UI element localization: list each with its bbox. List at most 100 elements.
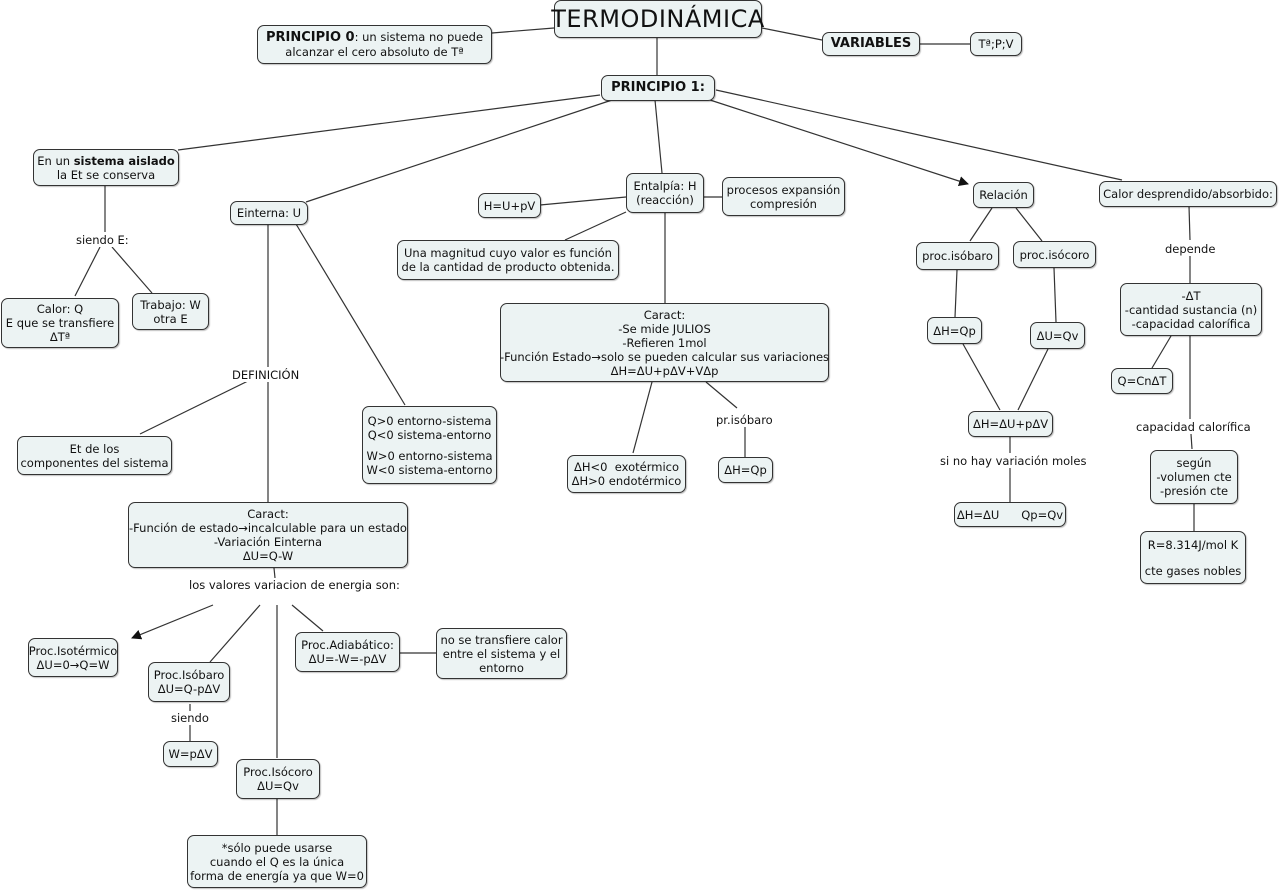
isocoro-line: ΔU=Qv: [257, 779, 299, 793]
rel-du-qv-node[interactable]: ΔU=Qv: [1030, 322, 1085, 349]
isotermico-node[interactable]: Proc.Isotérmico ΔU=0→Q=W: [28, 638, 118, 677]
sistema-aislado-node[interactable]: En un sistema aislado la Et se conserva: [33, 149, 179, 186]
dh-qp-node[interactable]: ΔH=Qp: [718, 457, 773, 483]
magnitud-line: Una magnitud cuyo valor es función: [404, 246, 612, 260]
variables-values-node[interactable]: Tª;P;V: [970, 32, 1022, 56]
magnitud-node[interactable]: Una magnitud cuyo valor es función de la…: [397, 240, 619, 280]
valores-line: los valores variacion de energia: [189, 578, 373, 592]
factores-line: -capacidad calorífica: [1131, 316, 1251, 331]
procesos-exp-node[interactable]: procesos expansión compresión: [722, 177, 845, 216]
dh-du-qp-qv-label: ΔH=ΔU Qp=Qv: [956, 507, 1064, 522]
link-dhqp-dhdu: [962, 343, 1001, 411]
link-entalpia-h: [539, 196, 627, 206]
caract-u-node[interactable]: Caract: -Función de estado→incalculable …: [128, 502, 408, 568]
rel-du-qv-label: ΔU=Qv: [1036, 328, 1079, 343]
aislado-bold: sistema aislado: [73, 153, 175, 168]
solo-line: forma de energía ya que W=0: [190, 868, 364, 883]
calor-q-node[interactable]: Calor: Q E que se transfiere ΔTª: [1, 298, 119, 348]
variables-node[interactable]: VARIABLES: [822, 32, 920, 56]
r-const-line: cte gases nobles: [1144, 563, 1242, 578]
signos-line: W>0 entorno-sistema: [366, 448, 493, 463]
rel-dh-qp-node[interactable]: ΔH=Qp: [927, 317, 982, 344]
siendo-e-label: siendo E:: [76, 233, 129, 247]
caract-u-line: ΔU=Q-W: [242, 549, 294, 563]
link-isocoro-duqv: [1053, 267, 1057, 323]
variables-label: VARIABLES: [830, 36, 912, 51]
link-relacion-isocoro: [1015, 207, 1043, 242]
endo-line: ΔH>0 endotérmico: [571, 474, 682, 488]
entalpia-line: Entalpía: H: [633, 179, 697, 193]
aislado-line2: la Et se conserva: [56, 167, 156, 182]
link-valores-isotermico: [131, 604, 214, 640]
link-valores-adiabatico: [291, 604, 324, 632]
caract-h-line: -Refieren 1mol: [622, 335, 707, 350]
link-calor-depende: [1188, 205, 1191, 241]
aislado-pre: En un: [37, 153, 74, 168]
caract-u-line: Caract:: [247, 507, 289, 521]
no-transfiere-line: entre el sistema y el: [442, 646, 561, 661]
dh-du-qp-qv-node[interactable]: ΔH=ΔU Qp=Qv: [954, 502, 1066, 527]
einterna-label: Einterna: U: [236, 206, 302, 220]
segun-node[interactable]: según -volumen cte -presión cte: [1150, 450, 1238, 504]
einterna-node[interactable]: Einterna: U: [230, 201, 308, 225]
title-node[interactable]: TERMODINÁMICA: [551, 0, 765, 38]
exo-line: ΔH<0 exotérmico: [574, 460, 680, 474]
relacion-label: Relación: [979, 188, 1028, 202]
rel-isocoro-node[interactable]: proc.isócoro: [1013, 241, 1096, 268]
signos-line: Q>0 entorno-sistema: [367, 413, 492, 428]
sin-moles-label: si no hay variación moles: [940, 454, 1087, 468]
adiabatico-node[interactable]: Proc.Adiabático: ΔU=-W=-pΔV: [295, 632, 400, 672]
solo-line: cuando el Q es la única: [209, 854, 345, 869]
calor-q-line: E que se transfiere: [5, 316, 115, 330]
rel-isocoro-label: proc.isócoro: [1019, 247, 1090, 262]
factores-node[interactable]: -ΔT -cantidad sustancia (n) -capacidad c…: [1120, 283, 1262, 336]
link-caract-valores: [273, 567, 276, 579]
caract-h-line: -Función Estado→solo se pueden calcular …: [499, 349, 830, 364]
valores-line: son:: [375, 578, 400, 592]
exo-endo-node[interactable]: ΔH<0 exotérmico ΔH>0 endotérmico: [567, 455, 686, 493]
no-transfiere-line: no se transfiere calor: [440, 632, 563, 647]
solo-usarse-node[interactable]: *sólo puede usarse cuando el Q es la úni…: [187, 835, 367, 888]
trabajo-w-node[interactable]: Trabajo: W otra E: [132, 293, 209, 330]
q-cndt-label: Q=CnΔT: [1117, 374, 1167, 388]
relacion-node[interactable]: Relación: [973, 182, 1034, 208]
principio0-node[interactable]: PRINCIPIO 0: un sistema no puede alcanza…: [257, 25, 492, 64]
q-cndt-node[interactable]: Q=CnΔT: [1111, 368, 1173, 394]
link-relacion-isobaro: [969, 207, 993, 242]
link-einterna-signos: [295, 223, 406, 406]
link-siendo-trabajo: [111, 246, 153, 294]
caract-h-line: Caract:: [643, 307, 686, 322]
rel-isobaro-node[interactable]: proc.isóbaro: [916, 242, 999, 270]
et-componentes-node[interactable]: Et de los componentes del sistema: [17, 436, 172, 475]
definicion-label: DEFINICIÓN: [232, 368, 300, 382]
link-p1-entalpia: [654, 99, 663, 174]
w-pdv-node[interactable]: W=pΔV: [163, 741, 218, 767]
isocoro-node[interactable]: Proc.Isócoro ΔU=Qv: [236, 759, 320, 799]
h-def-label: H=U+pV: [483, 198, 536, 213]
entalpia-node[interactable]: Entalpía: H (reacción): [626, 173, 704, 213]
isobaro-line: Proc.Isóbaro: [153, 668, 225, 682]
calor-q-line: Calor: Q: [36, 302, 84, 316]
et-line: componentes del sistema: [20, 455, 169, 470]
principio1-node[interactable]: PRINCIPIO 1:: [601, 75, 715, 101]
trabajo-line: Trabajo: W: [140, 297, 201, 312]
calor-desp-node[interactable]: Calor desprendido/absorbido:: [1099, 181, 1277, 207]
title-text: TERMODINÁMICA: [551, 5, 765, 33]
valores-variacion-label: los valores variacion de energia son:: [189, 578, 400, 592]
dh-qp-label: ΔH=Qp: [724, 463, 767, 477]
rel-dh-qp-label: ΔH=Qp: [933, 323, 976, 338]
segun-line: -volumen cte: [1156, 470, 1232, 484]
isobaro-node[interactable]: Proc.Isóbaro ΔU=Q-pΔV: [148, 662, 230, 702]
h-def-node[interactable]: H=U+pV: [478, 193, 541, 218]
signos-line: Q<0 sistema-entorno: [367, 427, 492, 442]
r-const-node[interactable]: R=8.314J/mol K cte gases nobles: [1140, 531, 1246, 584]
link-title-variables: [761, 27, 823, 41]
signos-node[interactable]: Q>0 entorno-sistema Q<0 sistema-entorno …: [362, 406, 497, 484]
segun-line: -presión cte: [1159, 484, 1229, 498]
caract-h-node[interactable]: Caract: -Se mide JULIOS -Refieren 1mol -…: [500, 303, 829, 382]
caract-u-line: -Función de estado→incalculable para un …: [129, 521, 407, 535]
link-isobaro-dhqp: [954, 269, 958, 318]
dh-du-pdv-node[interactable]: ΔH=ΔU+pΔV: [968, 411, 1053, 437]
no-transfiere-node[interactable]: no se transfiere calor entre el sistema …: [436, 628, 567, 679]
